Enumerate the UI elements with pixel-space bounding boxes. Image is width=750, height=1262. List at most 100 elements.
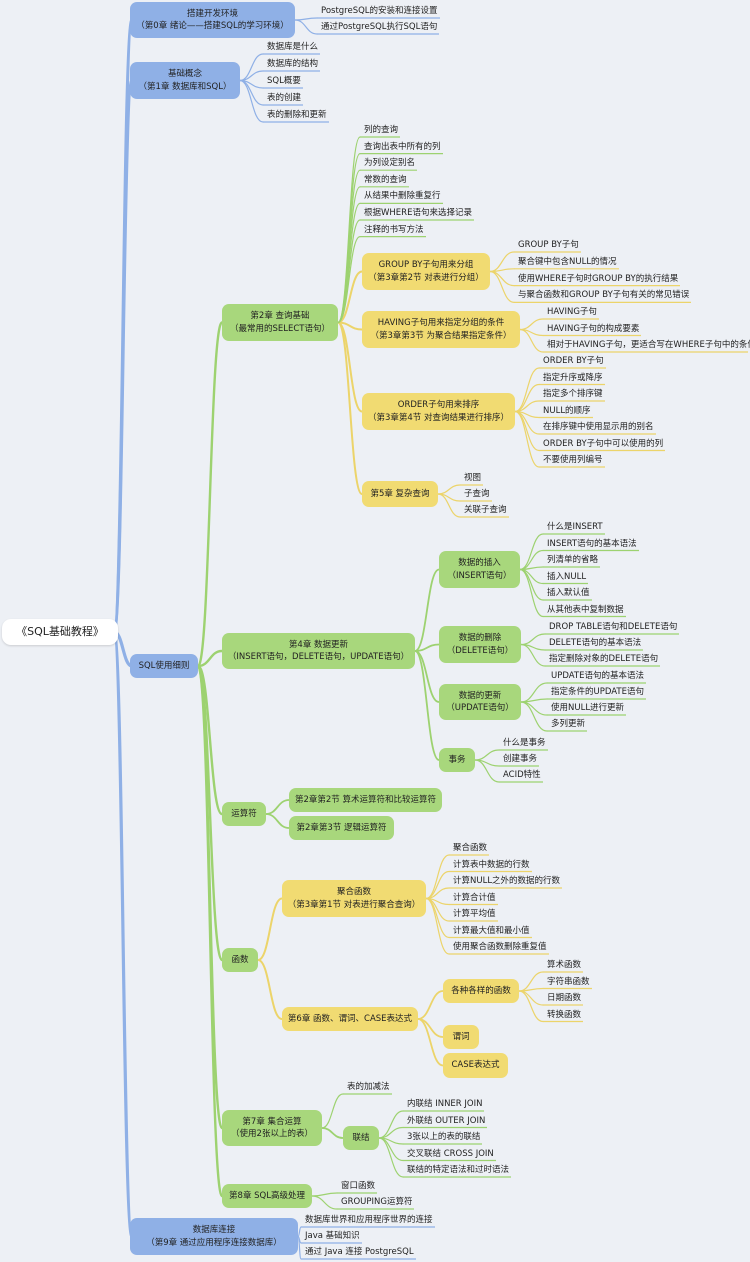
node-ch7[interactable]: 第7章 集合运算 （使用2张以上的表） xyxy=(222,1110,322,1146)
leaf-delete-0[interactable]: DROP TABLE语句和DELETE语句 xyxy=(549,622,678,632)
leaf-update-0[interactable]: UPDATE语句的基本语法 xyxy=(551,671,644,681)
leaf-agg-5[interactable]: 计算最大值和最小值 xyxy=(453,925,530,936)
leaf-ch5-1[interactable]: 子查询 xyxy=(464,489,490,499)
root-node[interactable]: 《SQL基础教程》 xyxy=(2,619,118,645)
leaf-join-1[interactable]: 外联结 OUTER JOIN xyxy=(407,1115,486,1126)
leaf-orderby-5[interactable]: ORDER BY子句中可以使用的列 xyxy=(543,438,664,449)
leaf-having-0[interactable]: HAVING子句 xyxy=(547,307,597,317)
node-basic[interactable]: 基础概念 （第1章 数据库和SQL） xyxy=(130,62,240,99)
leaf-ch2-5[interactable]: 根据WHERE语句来选择记录 xyxy=(364,208,472,218)
leaf-insert-3[interactable]: 插入NULL xyxy=(547,571,587,582)
leaf-agg-1[interactable]: 计算表中数据的行数 xyxy=(453,859,530,870)
leaf-ch2-6[interactable]: 注释的书写方法 xyxy=(364,224,424,235)
leaf-env-0[interactable]: PostgreSQL的安装和连接设置 xyxy=(321,6,438,16)
leaf-insert-0[interactable]: 什么是INSERT xyxy=(547,522,603,532)
node-op1[interactable]: 第2章第2节 算术运算符和比较运算符 xyxy=(289,788,442,812)
leaf-ch5-2[interactable]: 关联子查询 xyxy=(464,505,507,515)
node-ops[interactable]: 运算符 xyxy=(222,802,266,826)
leaf-basic-4[interactable]: 表的删除和更新 xyxy=(267,110,327,120)
node-case[interactable]: CASE表达式 xyxy=(443,1053,508,1078)
leaf-groupby-2[interactable]: 使用WHERE子句时GROUP BY的执行结果 xyxy=(518,273,679,284)
node-predicate[interactable]: 谓词 xyxy=(443,1025,479,1049)
leaf-update-1[interactable]: 指定条件的UPDATE语句 xyxy=(551,687,644,697)
leaf-ch2-4[interactable]: 从结果中删除重复行 xyxy=(364,191,441,202)
leaf-groupby-3[interactable]: 与聚合函数和GROUP BY子句有关的常见错误 xyxy=(518,290,690,301)
leaf-insert-2[interactable]: 列清单的省略 xyxy=(547,555,599,565)
leaf-insert-5[interactable]: 从其他表中复制数据 xyxy=(547,604,624,615)
leaf-agg-4[interactable]: 计算平均值 xyxy=(453,909,496,919)
leaf-groupby-1[interactable]: 聚合键中包含NULL的情况 xyxy=(518,256,617,267)
node-func[interactable]: 函数 xyxy=(222,948,258,972)
node-ch8[interactable]: 第8章 SQL高级处理 xyxy=(222,1184,312,1208)
leaf-join-4[interactable]: 联结的特定语法和过时语法 xyxy=(407,1165,510,1175)
leaf-ch2-1[interactable]: 查询出表中所有的列 xyxy=(364,141,441,152)
leaf-txn-0[interactable]: 什么是事务 xyxy=(503,738,546,748)
leaf-insert-1[interactable]: INSERT语句的基本语法 xyxy=(547,538,637,549)
node-orderby[interactable]: ORDER子句用来排序 （第3章第4节 对查询结果进行排序） xyxy=(362,393,515,430)
node-txn[interactable]: 事务 xyxy=(439,748,475,772)
leaf-orderby-1[interactable]: 指定升序或降序 xyxy=(543,372,603,383)
node-op2[interactable]: 第2章第3节 逻辑运算符 xyxy=(289,816,394,840)
leaf-agg-0[interactable]: 聚合函数 xyxy=(453,843,488,853)
leaf-various-1[interactable]: 字符串函数 xyxy=(547,976,590,987)
leaf-delete-1[interactable]: DELETE语句的基本语法 xyxy=(549,638,642,648)
leaf-insert-4[interactable]: 插入默认值 xyxy=(547,588,590,598)
node-ch5[interactable]: 第5章 复杂查询 xyxy=(362,481,438,507)
leaf-update-3[interactable]: 多列更新 xyxy=(551,719,586,729)
leaf-orderby-2[interactable]: 指定多个排序键 xyxy=(543,389,603,399)
leaf-ch2-0[interactable]: 列的查询 xyxy=(364,125,399,135)
leaf-join-0[interactable]: 内联结 INNER JOIN xyxy=(407,1099,483,1109)
leaf-conn-0[interactable]: 数据库世界和应用程序世界的连接 xyxy=(305,1215,433,1225)
leaf-ch5-0[interactable]: 视图 xyxy=(464,473,482,483)
leaf-conn-2[interactable]: 通过 Java 连接 PostgreSQL xyxy=(305,1247,414,1257)
leaf-basic-0[interactable]: 数据库是什么 xyxy=(267,42,319,52)
node-detail[interactable]: SQL使用细则 xyxy=(130,654,198,678)
leaf-various-2[interactable]: 日期函数 xyxy=(547,993,582,1003)
node-ch2[interactable]: 第2章 查询基础 （最常用的SELECT语句） xyxy=(222,304,338,341)
connector xyxy=(437,484,461,495)
leaf-basic-2[interactable]: SQL概要 xyxy=(267,76,301,86)
leaf-ch2-3[interactable]: 常数的查询 xyxy=(364,174,407,185)
node-env[interactable]: 搭建开发环境 （第0章 绪论——搭建SQL的学习环境） xyxy=(130,2,295,38)
leaf-various-3[interactable]: 转换函数 xyxy=(547,1009,582,1020)
leaf-groupby-0[interactable]: GROUP BY子句 xyxy=(518,240,579,250)
leaf-txn-1[interactable]: 创建事务 xyxy=(503,754,538,764)
leaf-conn-1[interactable]: Java 基础知识 xyxy=(305,1231,360,1241)
leaf-env-1[interactable]: 通过PostgreSQL执行SQL语句 xyxy=(321,22,438,32)
node-ch4[interactable]: 第4章 数据更新 （INSERT语句，DELETE语句，UPDATE语句） xyxy=(222,633,415,669)
leaf-basic-3[interactable]: 表的创建 xyxy=(267,93,302,103)
leaf-ch7-0[interactable]: 表的加减法 xyxy=(347,1082,390,1092)
leaf-agg-3[interactable]: 计算合计值 xyxy=(453,892,496,903)
leaf-various-0[interactable]: 算术函数 xyxy=(547,960,582,970)
connector xyxy=(297,1226,302,1238)
leaf-orderby-4[interactable]: 在排序键中使用显示用的别名 xyxy=(543,422,654,432)
leaf-txn-2[interactable]: ACID特性 xyxy=(503,770,541,780)
leaf-orderby-6[interactable]: 不要使用列编号 xyxy=(543,455,603,465)
node-agg[interactable]: 聚合函数 （第3章第1节 对表进行聚合查询） xyxy=(282,880,426,917)
node-conn[interactable]: 数据库连接 （第9章 通过应用程序连接数据库） xyxy=(130,1218,298,1255)
leaf-ch8-1[interactable]: GROUPING运算符 xyxy=(341,1197,413,1207)
connector xyxy=(514,410,540,468)
leaf-agg-2[interactable]: 计算NULL之外的数据的行数 xyxy=(453,876,561,886)
leaf-orderby-3[interactable]: NULL的顺序 xyxy=(543,405,591,416)
node-various[interactable]: 各种各样的函数 xyxy=(443,979,519,1003)
leaf-agg-6[interactable]: 使用聚合函数删除重复值 xyxy=(453,942,547,952)
node-join[interactable]: 联结 xyxy=(343,1126,379,1150)
leaf-ch8-0[interactable]: 窗口函数 xyxy=(341,1181,376,1191)
leaf-basic-1[interactable]: 数据库的结构 xyxy=(267,59,319,69)
leaf-delete-2[interactable]: 指定删除对象的DELETE语句 xyxy=(549,654,659,664)
leaf-ch2-2[interactable]: 为列设定别名 xyxy=(364,158,416,169)
leaf-update-2[interactable]: 使用NULL进行更新 xyxy=(551,703,625,713)
node-having[interactable]: HAVING子句用来指定分组的条件 （第3章第3节 为聚合结果指定条件） xyxy=(362,311,520,348)
node-groupby[interactable]: GROUP BY子句用来分组 （第3章第2节 对表进行分组） xyxy=(362,253,490,290)
leaf-join-3[interactable]: 交叉联结 CROSS JOIN xyxy=(407,1148,494,1159)
leaf-having-2[interactable]: 相对于HAVING子句，更适合写在WHERE子句中的条件 xyxy=(547,340,750,350)
node-ch6[interactable]: 第6章 函数、谓词、CASE表达式 xyxy=(282,1007,418,1031)
connector xyxy=(414,650,440,703)
leaf-orderby-0[interactable]: ORDER BY子句 xyxy=(543,356,604,366)
node-insert[interactable]: 数据的插入 （INSERT语句） xyxy=(439,551,520,588)
node-update[interactable]: 数据的更新 （UPDATE语句） xyxy=(439,684,521,720)
leaf-join-2[interactable]: 3张以上的表的联结 xyxy=(407,1132,481,1142)
leaf-having-1[interactable]: HAVING子句的构成要素 xyxy=(547,323,640,334)
node-delete[interactable]: 数据的删除 （DELETE语句） xyxy=(439,626,521,663)
